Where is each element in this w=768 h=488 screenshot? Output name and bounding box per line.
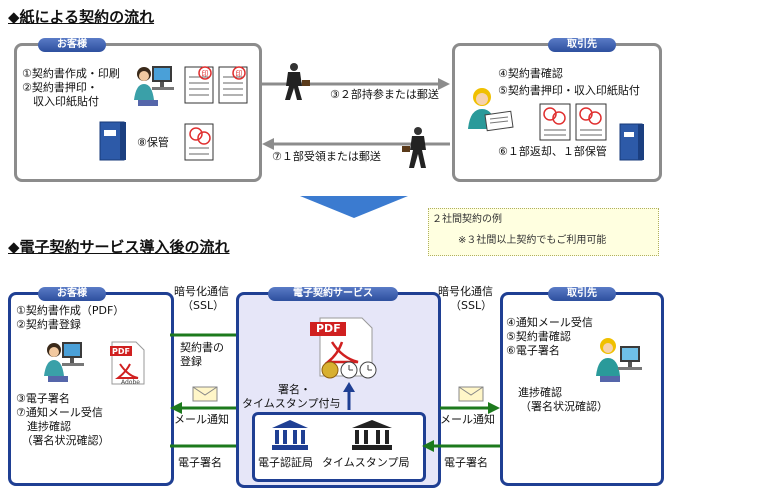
right-ssl-line-2: （SSL） bbox=[450, 299, 493, 312]
stamp-sign-up-arrow bbox=[343, 382, 355, 410]
paper-section-title: ◆紙による契約の流れ bbox=[8, 8, 155, 26]
e-section-title: ◆電子契約サービス導入後の流れ bbox=[8, 238, 230, 256]
mail-envelope-right-icon bbox=[458, 386, 484, 402]
paper-customer-step-2: ②契約書押印・ bbox=[22, 81, 98, 94]
pdf-label: PDF bbox=[112, 347, 130, 356]
e-service-label: 電子契約サービス bbox=[268, 287, 398, 301]
paper-partner-step-4: ④契約書確認 bbox=[498, 67, 563, 80]
esig-left-label: 電子署名 bbox=[178, 456, 222, 469]
mail-envelope-icon bbox=[192, 386, 218, 402]
note-line-1: ２社間契約の例 bbox=[432, 214, 502, 225]
left-ssl-line-2: （SSL） bbox=[182, 299, 225, 312]
paper-customer-store: ⑧保管 bbox=[137, 136, 169, 149]
pdf-document-icon: PDF Adobe bbox=[110, 341, 146, 386]
paper-customer-box bbox=[14, 43, 262, 182]
esig-right-arrow bbox=[422, 440, 500, 452]
paper-customer-step-1: ①契約書作成・印刷 bbox=[22, 67, 120, 80]
stamped-document-small-icon bbox=[184, 123, 214, 161]
e-customer-step-2: ②契約書登録 bbox=[16, 318, 81, 331]
paper-partner-label: 取引先 bbox=[548, 38, 616, 52]
svg-text:印: 印 bbox=[202, 70, 209, 78]
stamp-sign-line-2: タイムスタンプ付与 bbox=[242, 397, 341, 410]
e-partner-person-computer-icon bbox=[596, 338, 642, 382]
stamp-sign-line-1: 署名・ bbox=[278, 383, 311, 396]
authority-box bbox=[252, 412, 426, 482]
mail-left-label: メール通知 bbox=[174, 413, 229, 426]
note-line-2: ※３社間以上契約でもご利用可能 bbox=[458, 235, 607, 246]
mail-right-label: メール通知 bbox=[440, 413, 495, 426]
e-customer-label: お客様 bbox=[38, 287, 106, 301]
service-pdf-icon: PDF bbox=[306, 317, 382, 380]
cert-authority-label: 電子認証局 bbox=[258, 456, 313, 469]
e-partner-step-6: ⑥電子署名 bbox=[506, 344, 560, 357]
e-customer-progress-sub: （署名状況確認） bbox=[16, 434, 110, 447]
walking-businessman-back-icon bbox=[402, 127, 426, 168]
mail-right-arrow bbox=[440, 402, 500, 414]
e-person-computer-icon bbox=[44, 342, 84, 382]
left-ssl-line-1: 暗号化通信 bbox=[174, 285, 229, 298]
register-line-1: 契約書の bbox=[180, 341, 224, 354]
e-partner-label: 取引先 bbox=[548, 287, 616, 301]
paper-customer-step-2b: 収入印紙貼付 bbox=[22, 95, 99, 108]
timestamp-authority-label: タイムスタンプ局 bbox=[322, 456, 410, 469]
person-reading-icon bbox=[468, 88, 514, 132]
adobe-label: Adobe bbox=[121, 379, 140, 386]
stamped-document-icon: 印 印 bbox=[184, 66, 248, 104]
paper-partner-return: ⑥１部返却、１部保管 bbox=[498, 145, 607, 158]
paper-customer-label: お客様 bbox=[38, 38, 106, 52]
note-box bbox=[428, 208, 659, 256]
esig-right-label: 電子署名 bbox=[444, 456, 488, 469]
e-customer-step-7: ⑦通知メール受信 bbox=[16, 406, 103, 419]
walking-businessman-icon bbox=[285, 63, 310, 100]
transition-down-arrow bbox=[300, 196, 408, 218]
stamped-document-pair-icon bbox=[539, 103, 607, 141]
e-customer-progress: 進捗確認 bbox=[16, 420, 71, 433]
e-partner-step-4: ④通知メール受信 bbox=[506, 316, 593, 329]
svg-text:印: 印 bbox=[236, 70, 243, 78]
paper-back-label: ⑦１部受領または郵送 bbox=[272, 150, 381, 163]
binder-icon bbox=[99, 121, 126, 161]
register-line-2: 登録 bbox=[180, 355, 202, 368]
e-partner-progress: 進捗確認 bbox=[518, 386, 562, 399]
right-ssl-line-1: 暗号化通信 bbox=[438, 285, 493, 298]
e-customer-step-1: ①契約書作成（PDF） bbox=[16, 304, 125, 317]
binder-partner-icon bbox=[619, 123, 644, 161]
timestamp-authority-building-icon bbox=[352, 420, 392, 450]
service-pdf-label: PDF bbox=[316, 322, 341, 335]
e-partner-progress-sub: （署名状況確認） bbox=[520, 400, 608, 413]
paper-forward-label: ③２部持参または郵送 bbox=[330, 88, 439, 101]
e-customer-step-3: ③電子署名 bbox=[16, 392, 70, 405]
e-customer-box bbox=[8, 292, 174, 486]
mail-left-arrow bbox=[170, 402, 236, 414]
paper-partner-step-5: ⑤契約書押印・収入印紙貼付 bbox=[498, 84, 640, 97]
cert-authority-building-icon bbox=[272, 420, 308, 450]
e-partner-step-5: ⑤契約書確認 bbox=[506, 330, 571, 343]
person-computer-icon bbox=[134, 66, 174, 106]
